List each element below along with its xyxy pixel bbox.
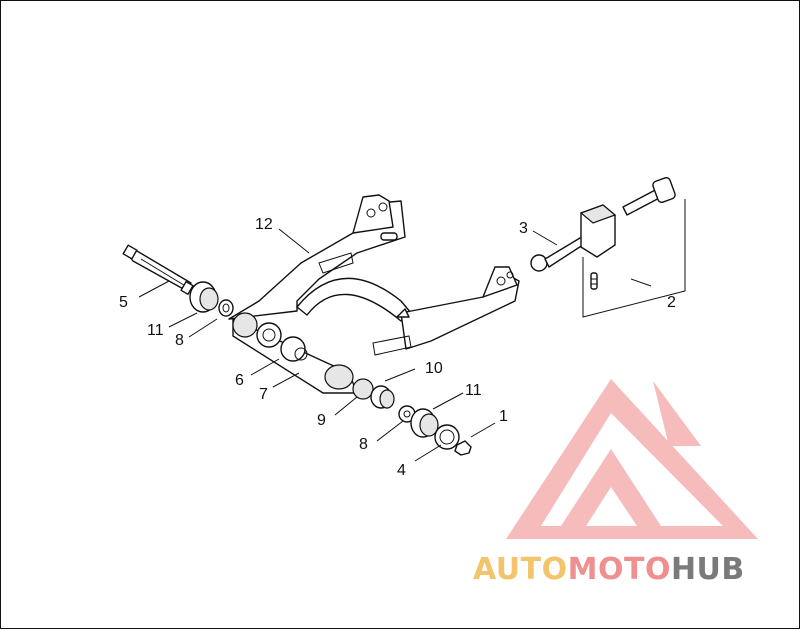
- callout-1: 1: [499, 408, 508, 425]
- callout-10: 10: [425, 360, 443, 377]
- callout-9: 9: [317, 412, 326, 429]
- leader-lines: [138, 228, 652, 462]
- spacer-part: [352, 378, 374, 400]
- watermark-auto: AUTO: [473, 552, 568, 587]
- callout-8-left: 8: [175, 332, 184, 349]
- cap-part: [434, 424, 460, 450]
- bolt-part: [530, 234, 590, 272]
- callout-6: 6: [235, 372, 244, 389]
- callout-8-right: 8: [359, 436, 368, 453]
- callout-3: 3: [519, 220, 528, 237]
- bearing-right-part: [410, 408, 439, 438]
- watermark: AUTOMOTOHUB: [473, 552, 745, 587]
- washer-right-part: [398, 405, 416, 423]
- callout-4: 4: [397, 462, 406, 479]
- swingarm-part: [228, 194, 520, 394]
- bushing-part: [370, 385, 395, 409]
- washer-left-part: [218, 299, 234, 317]
- callout-2: 2: [667, 294, 676, 311]
- callout-12: 12: [255, 216, 273, 233]
- nut-part: [454, 440, 472, 456]
- callout-7: 7: [259, 386, 268, 403]
- bearing-left-part: [189, 281, 219, 313]
- svg-text:AUTOMOTOHUB: AUTOMOTOHUB: [473, 552, 745, 587]
- watermark-hub: HUB: [671, 552, 745, 587]
- callout-5: 5: [119, 294, 128, 311]
- isolator-assembly-part: [579, 177, 676, 290]
- callout-11-right: 11: [465, 382, 482, 399]
- callout-11-left: 11: [147, 322, 164, 339]
- watermark-moto: MOTO: [568, 552, 671, 587]
- group-bracket: [582, 199, 686, 318]
- pivot-shaft-part: [122, 244, 194, 296]
- triangle-m-logo-icon: [506, 379, 758, 539]
